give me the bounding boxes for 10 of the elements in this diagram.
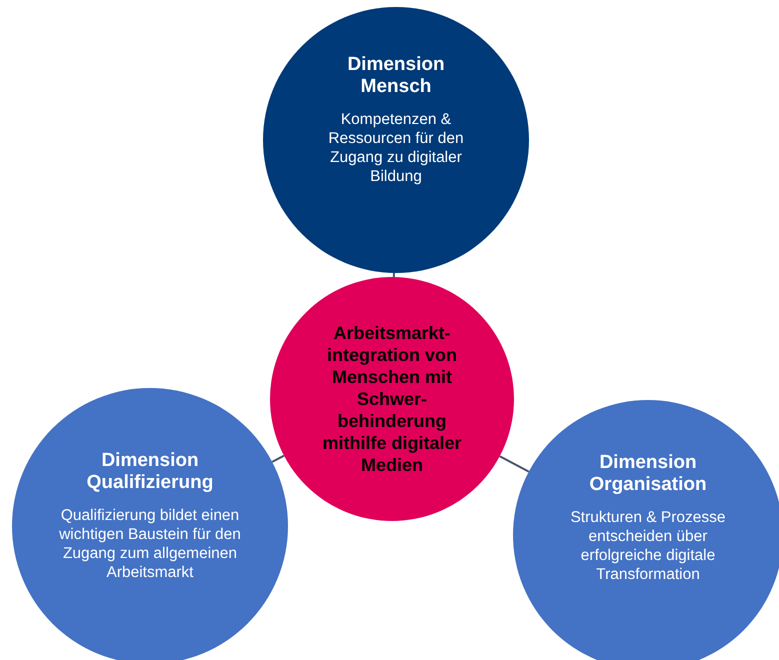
dimension-description: Qualifizierung bildet einen wichtigen Baustein für den Zugang zum allgemeinen Arbeitsmarkt bbox=[58, 506, 242, 582]
dimension-heading: Dimension Organisation bbox=[588, 452, 708, 496]
connector-line bbox=[392, 272, 395, 278]
dimension-description: Strukturen & Prozesse entscheiden über erfolgreiche digitale Transformation bbox=[569, 508, 727, 584]
dimension-heading: Dimension Qualifizierung bbox=[86, 450, 214, 494]
dimension-heading: Dimension Mensch bbox=[346, 54, 446, 98]
connector-line bbox=[272, 454, 284, 463]
connector-line bbox=[499, 455, 530, 473]
dimension-description: Kompetenzen & Ressourcen für den Zugang zu digitaler Bildung bbox=[327, 110, 465, 186]
center-title: Arbeitsmarkt- integration von Menschen mit Schwer- behinderung mithilfe digitaler Medien bbox=[321, 322, 463, 476]
